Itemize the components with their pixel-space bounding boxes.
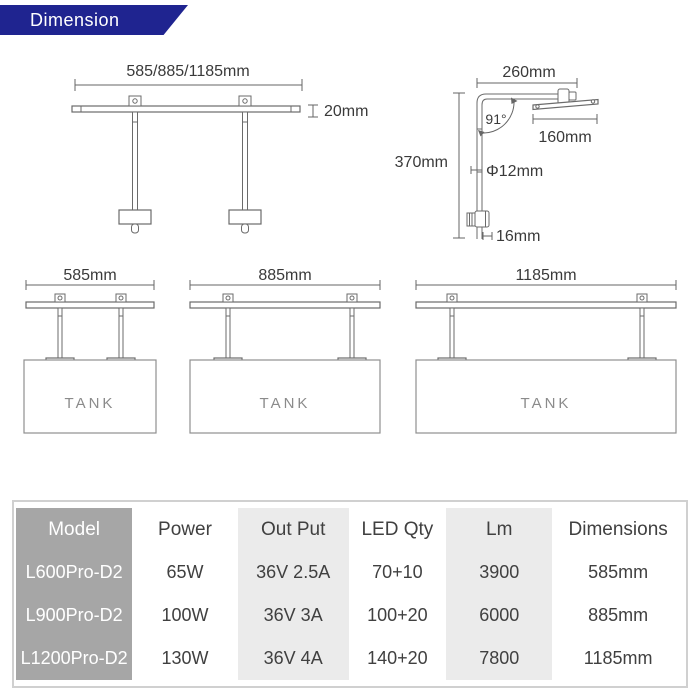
cell-power: 65W <box>166 562 204 582</box>
table-header-row: Model Power Out Put LED Qty Lm Dimension… <box>16 508 684 551</box>
front-width-dimension-line <box>74 79 303 91</box>
column-header-output: Out Put <box>237 508 349 551</box>
front-width-label: 585/885/1185mm <box>126 63 249 80</box>
cell-dimensions: 1185mm <box>583 648 653 668</box>
column-header-power: Power <box>158 518 212 540</box>
cell-model: L600Pro-D2 <box>16 551 133 594</box>
tank-dimension-line <box>189 280 381 290</box>
tank-label: TANK <box>521 395 572 412</box>
cell-led-qty: 100+20 <box>367 605 428 625</box>
cell-lm: 3900 <box>446 551 553 594</box>
column-header-dimensions: Dimensions <box>568 518 668 540</box>
cell-output: 36V 3A <box>237 594 349 637</box>
angle-arc <box>478 97 518 137</box>
clamp-dimension-marker <box>482 232 493 240</box>
height-dimension-line <box>453 92 465 239</box>
tank-views-diagram: 585mm TANK 885mm <box>23 267 677 434</box>
lightbar-length-label: 160mm <box>538 129 591 146</box>
clamp-knob <box>466 210 490 228</box>
side-view-diagram: 260mm 370mm 91° 160mm Φ1 <box>395 64 599 245</box>
cell-led-qty: 140+20 <box>367 648 428 668</box>
arm-length-label: 260mm <box>502 64 555 81</box>
light-bar <box>189 301 381 309</box>
tank-view-1185: 1185mm TANK <box>415 267 677 434</box>
column-header-lm: Lm <box>446 508 553 551</box>
light-bar <box>25 301 155 309</box>
table-row: L600Pro-D2 65W 36V 2.5A 70+10 3900 585mm <box>16 551 684 594</box>
cell-led-qty: 70+10 <box>372 562 423 582</box>
tank-width-label: 885mm <box>258 267 311 284</box>
tank-dimension-line <box>25 280 155 290</box>
table-row: L1200Pro-D2 130W 36V 4A 140+20 7800 1185… <box>16 637 684 680</box>
cell-output: 36V 4A <box>237 637 349 680</box>
spec-table: Model Power Out Put LED Qty Lm Dimension… <box>12 500 688 688</box>
light-bar-side <box>532 98 599 111</box>
cell-model: L1200Pro-D2 <box>16 637 133 680</box>
front-view-diagram: 585/885/1185mm 20mm <box>71 63 368 234</box>
tank-outline <box>23 359 157 434</box>
tank-view-885: 885mm TANK <box>189 267 381 434</box>
tank-width-label: 585mm <box>63 267 116 284</box>
light-bar-front <box>71 105 301 113</box>
cell-output: 36V 2.5A <box>237 551 349 594</box>
thickness-dimension-marker <box>308 104 318 118</box>
cell-lm: 7800 <box>446 637 553 680</box>
table-row: L900Pro-D2 100W 36V 3A 100+20 6000 885mm <box>16 594 684 637</box>
cell-model: L900Pro-D2 <box>16 594 133 637</box>
tank-label: TANK <box>65 395 116 412</box>
tank-view-585: 585mm TANK <box>23 267 157 434</box>
cell-lm: 6000 <box>446 594 553 637</box>
mount-bracket-left <box>118 95 152 234</box>
height-label: 370mm <box>395 154 448 171</box>
clamp-width-label: 16mm <box>496 228 540 245</box>
tank-width-label: 1185mm <box>515 267 576 284</box>
cell-dimensions: 585mm <box>588 562 649 582</box>
tank-outline <box>189 359 381 434</box>
cell-dimensions: 885mm <box>588 605 649 625</box>
cell-power: 130W <box>161 648 209 668</box>
front-thickness-label: 20mm <box>324 103 368 120</box>
pole-and-arm <box>476 93 563 239</box>
cell-power: 100W <box>161 605 209 625</box>
pole-diameter-marker <box>470 166 483 174</box>
light-bar <box>415 301 677 309</box>
angle-label: 91° <box>485 111 506 127</box>
tank-dimension-line <box>415 280 677 290</box>
pole-diameter-label: Φ12mm <box>486 163 543 180</box>
mount-bracket-right <box>228 95 262 234</box>
tank-outline <box>415 359 677 434</box>
column-header-led-qty: LED Qty <box>361 518 434 540</box>
section-banner: Dimension <box>0 5 188 35</box>
section-title: Dimension <box>30 9 120 30</box>
lightbar-dimension-line <box>532 114 598 124</box>
tank-label: TANK <box>260 395 311 412</box>
arm-dimension-line <box>476 78 578 88</box>
column-header-model: Model <box>16 508 133 551</box>
